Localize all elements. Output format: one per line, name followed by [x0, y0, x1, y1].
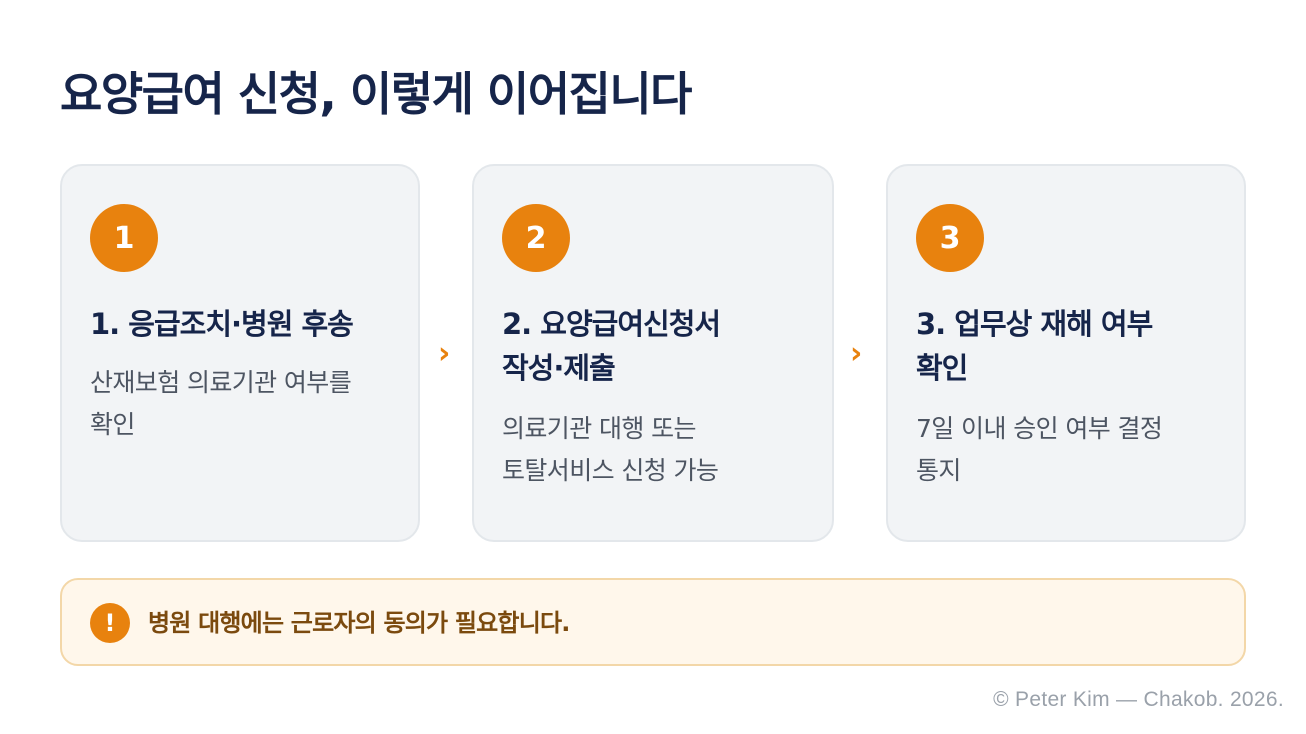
step-description: 의료기관 대행 또는 토탈서비스 신청 가능: [502, 414, 719, 485]
step-description: 산재보험 의료기관 여부를 확인: [90, 368, 352, 439]
step-card-3: 3 3. 업무상 재해 여부 확인 7일 이내 승인 여부 결정 통지: [886, 164, 1246, 542]
copyright-footer: © Peter Kim — Chakob. 2026.: [993, 688, 1284, 711]
step-title: 1. 응급조치·병원 후송: [90, 307, 354, 341]
chevron-right-icon: ›: [850, 336, 863, 371]
step-number-badge: 2: [502, 204, 570, 272]
page-title: 요양급여 신청, 이렇게 이어집니다: [60, 67, 693, 121]
notice-text: 병원 대행에는 근로자의 동의가 필요합니다.: [148, 609, 570, 637]
step-number-badge: 1: [90, 204, 158, 272]
notice-banner: ! 병원 대행에는 근로자의 동의가 필요합니다.: [60, 578, 1246, 666]
exclamation-icon: !: [90, 603, 130, 643]
step-description: 7일 이내 승인 여부 결정 통지: [916, 414, 1163, 485]
step-card-1: 1 1. 응급조치·병원 후송 산재보험 의료기관 여부를 확인: [60, 164, 420, 542]
step-card-2: 2 2. 요양급여신청서 작성·제출 의료기관 대행 또는 토탈서비스 신청 가…: [472, 164, 834, 542]
step-title: 3. 업무상 재해 여부 확인: [916, 307, 1153, 385]
chevron-right-icon: ›: [438, 336, 451, 371]
step-title: 2. 요양급여신청서 작성·제출: [502, 307, 721, 385]
step-number-badge: 3: [916, 204, 984, 272]
